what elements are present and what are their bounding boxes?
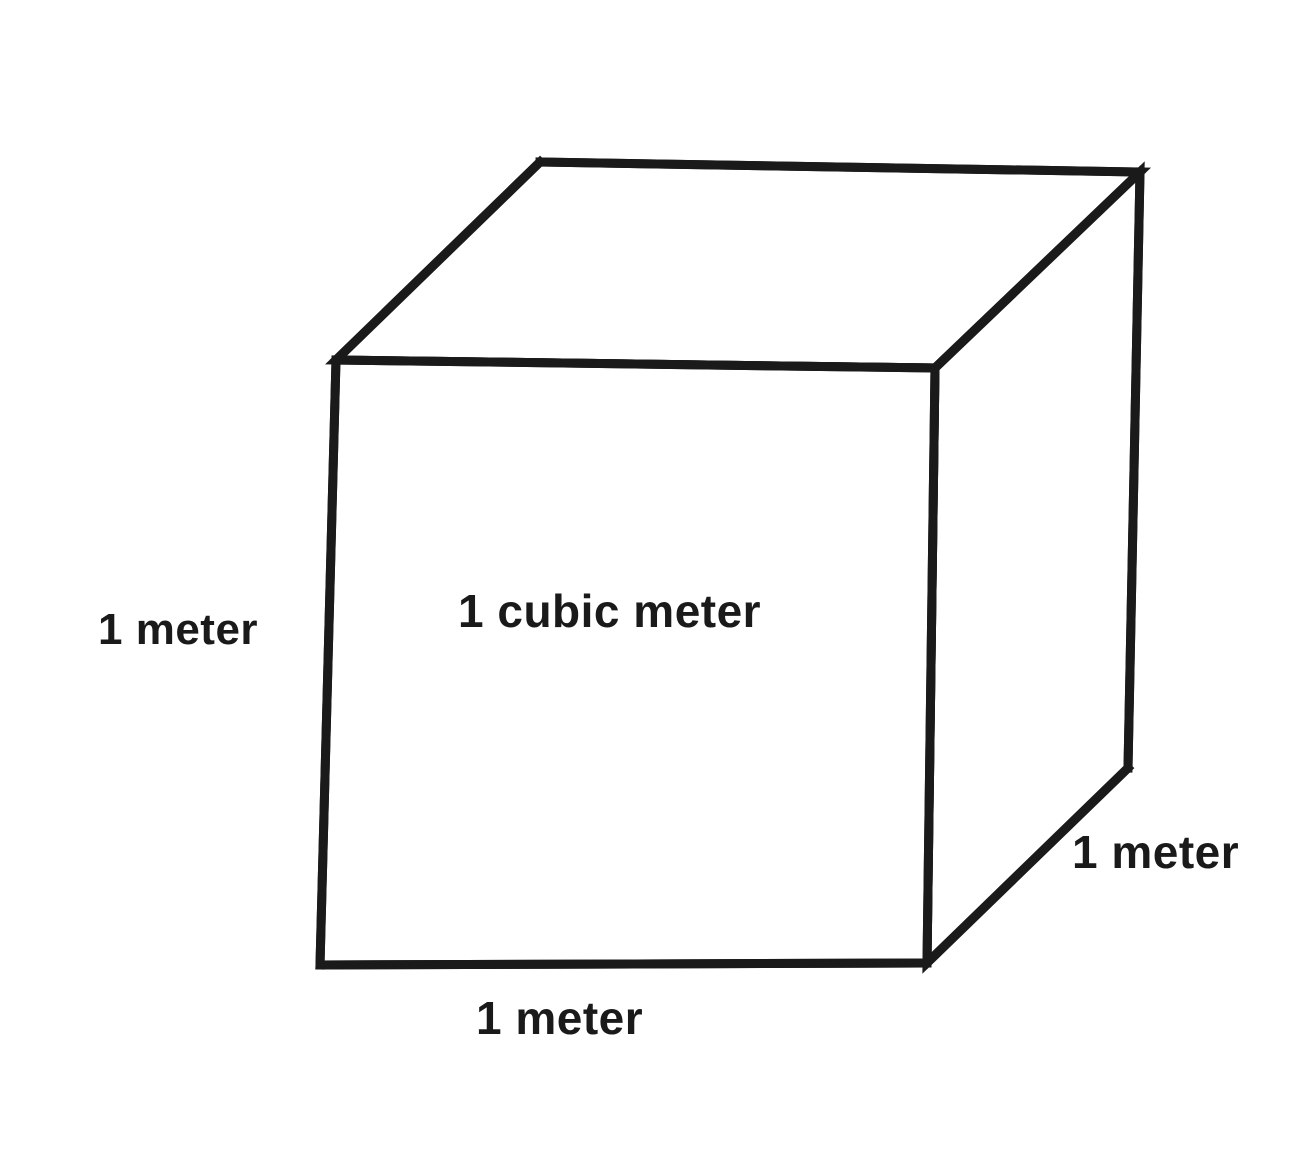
width-label: 1 meter [476,992,644,1044]
edge-front-bottom [315,958,932,970]
edge-front-right [922,363,940,968]
depth-label: 1 meter [1072,826,1240,878]
edge-bottom-right-receding [920,761,1135,970]
cube-edges [315,155,1147,970]
height-label: 1 meter [98,605,259,654]
cube-front-face [315,355,940,970]
edge-back-right-vertical [1123,167,1145,773]
edge-front-left [315,355,341,970]
edge-back-top [535,157,1145,177]
edge-top-left-receding [329,155,547,367]
edge-top-right-receding [928,165,1147,375]
edge-front-top [331,355,940,373]
volume-label: 1 cubic meter [458,585,762,637]
